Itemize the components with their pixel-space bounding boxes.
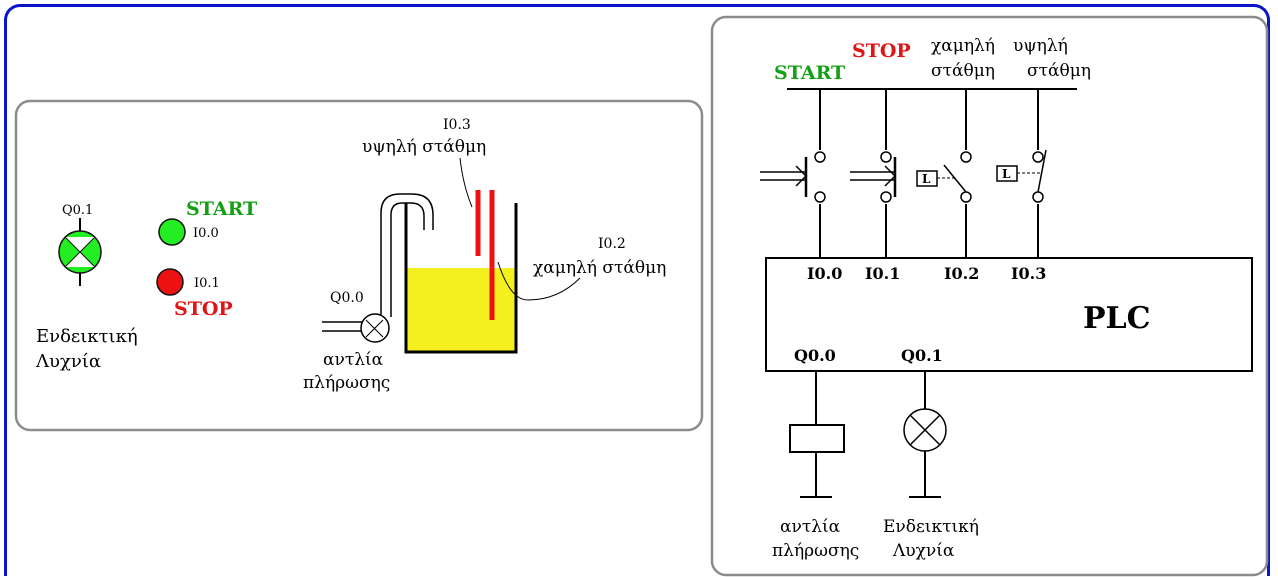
lamp-address: Q0.1	[62, 203, 93, 218]
start-pushbutton-icon	[760, 151, 826, 203]
wiring-stop-label: STOP	[852, 40, 911, 62]
plc-input-1: I0.1	[865, 264, 900, 283]
stop-pushbutton-icon	[850, 151, 897, 203]
pump-icon	[360, 313, 390, 343]
pump-coil-icon	[789, 371, 845, 498]
out-pump-label-1: αντλία	[780, 517, 841, 537]
indicator-lamp-icon	[58, 218, 102, 286]
lamp-label-1: Ενδεικτική	[36, 326, 138, 347]
input-wires	[819, 89, 1039, 258]
plc-input-0: I0.0	[807, 264, 842, 283]
start-address: I0.0	[193, 226, 219, 241]
high-level-leader	[459, 157, 473, 208]
wiring-low-label-2: στάθμη	[931, 61, 995, 81]
low-level-leader	[497, 261, 581, 301]
stop-label: STOP	[174, 298, 233, 320]
out-lamp-label-2: Λυχνία	[892, 541, 955, 561]
high-level-address: I0.3	[443, 117, 471, 133]
outer-frame	[4, 4, 1270, 576]
plc-input-3: I0.3	[1011, 264, 1046, 283]
low-level-label: χαμηλή στάθμη	[533, 258, 666, 278]
out-lamp-label-1: Ενδεικτική	[883, 517, 979, 537]
wiring-low-label-1: χαμηλή	[931, 36, 995, 56]
plc-label: PLC	[1083, 301, 1151, 336]
pump-label-2: πλήρωσης	[303, 373, 390, 393]
wiring-high-label-2: στάθμη	[1027, 61, 1091, 81]
high-level-switch-icon	[996, 149, 1047, 203]
process-panel	[14, 99, 704, 432]
plc-input-2: I0.2	[944, 264, 979, 283]
high-switch-letter: L	[1002, 167, 1011, 181]
output-lamp-icon	[903, 371, 947, 498]
low-level-switch-icon	[916, 151, 972, 203]
lamp-label-2: Λυχνία	[35, 351, 101, 372]
plc-output-0: Q0.0	[794, 346, 836, 365]
pump-address: Q0.0	[330, 290, 364, 306]
low-switch-letter: L	[922, 172, 931, 186]
stop-address: I0.1	[194, 276, 220, 291]
wiring-high-label-1: υψηλή	[1013, 36, 1068, 56]
high-level-label: υψηλή στάθμη	[362, 137, 486, 157]
tank	[404, 203, 518, 354]
pump-pipe	[322, 193, 434, 332]
low-level-address: I0.2	[598, 236, 626, 252]
wiring-start-label: START	[774, 62, 845, 84]
plc-box	[765, 257, 1253, 372]
out-pump-label-2: πλήρωσης	[772, 541, 859, 561]
stop-button[interactable]	[156, 268, 184, 296]
pump-label-1: αντλία	[323, 350, 384, 370]
start-label: START	[186, 198, 257, 220]
plc-output-1: Q0.1	[901, 346, 943, 365]
start-button[interactable]	[158, 218, 186, 246]
